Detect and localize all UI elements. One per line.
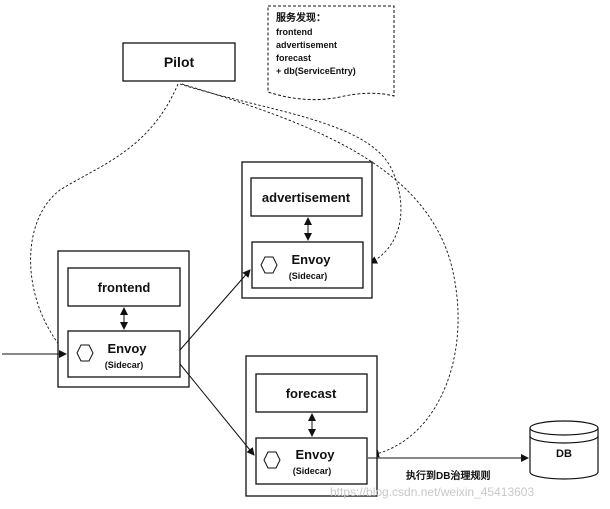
db-label: DB [556, 448, 572, 460]
forecast-label: forecast [286, 386, 337, 401]
pilot-label: Pilot [164, 54, 195, 70]
db-cylinder [529, 420, 599, 480]
note-title: 服务发现： [276, 11, 326, 24]
advertisement-service-box [250, 177, 363, 217]
forecast-envoy-sublabel: (Sidecar) [293, 466, 332, 476]
advertisement-envoy-sublabel: (Sidecar) [289, 271, 328, 281]
hexagon-icon [263, 451, 281, 469]
forecast-service-box [255, 373, 368, 413]
hexagon-icon [260, 256, 278, 274]
pilot-to-forecast-envoy [181, 83, 459, 458]
note-line: frontend [276, 27, 313, 37]
forecast-envoy-label: Envoy [295, 447, 335, 462]
frontend-to-advertisement-arrow [179, 269, 251, 351]
frontend-label: frontend [98, 280, 151, 295]
advertisement-label: advertisement [262, 190, 351, 205]
frontend-envoy-label: Envoy [107, 341, 147, 356]
pilot-to-frontend-envoy [30, 83, 179, 353]
note-line: advertisement [276, 40, 337, 50]
note-box [267, 5, 395, 101]
hexagon-icon [76, 344, 94, 362]
note-line: forecast [276, 53, 311, 63]
pilot-to-advertisement-envoy [179, 83, 402, 264]
watermark: https://blog.csdn.net/weixin_45413603 [330, 485, 534, 499]
db-rule-label: 执行到DB治理规则 [406, 469, 490, 482]
advertisement-envoy-label: Envoy [291, 252, 331, 267]
frontend-service-box [67, 267, 181, 307]
frontend-envoy-sublabel: (Sidecar) [105, 360, 144, 370]
pilot-box [122, 42, 236, 82]
note-line: + db(ServiceEntry) [276, 66, 356, 76]
frontend-to-forecast-arrow [179, 363, 255, 456]
